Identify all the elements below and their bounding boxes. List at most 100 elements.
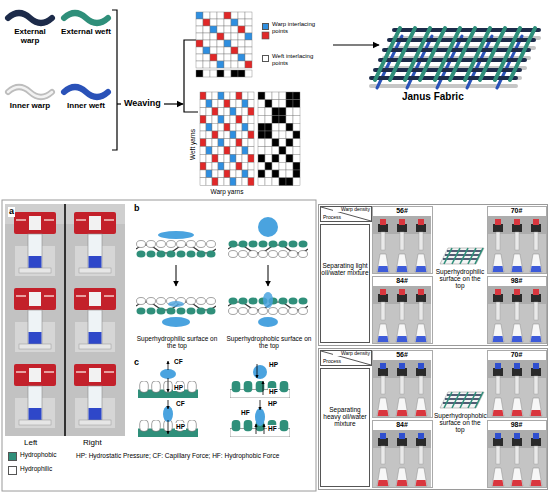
weave-cell	[230, 115, 236, 123]
yarns	[8, 13, 108, 97]
weave-cell	[293, 162, 300, 170]
weave-cell	[218, 147, 224, 155]
weave-cell	[196, 54, 203, 61]
label: a	[8, 207, 15, 217]
label: CF	[173, 358, 184, 365]
weave-cell	[238, 47, 245, 54]
label: Left	[24, 439, 37, 448]
weave-cell	[279, 92, 286, 100]
weave-cell	[258, 154, 265, 162]
header-cell: Warp densityProcess	[320, 350, 372, 366]
weave-cell	[286, 178, 293, 186]
weave-cell	[224, 61, 231, 68]
weave-cell	[242, 154, 248, 162]
weave-cell	[272, 100, 279, 108]
weave-cell	[230, 170, 236, 178]
label: HP	[268, 361, 279, 368]
weave-cell	[231, 61, 238, 68]
weave-cell	[206, 115, 212, 123]
weave-cell	[224, 147, 230, 155]
weave-cell	[230, 123, 236, 131]
weave-cell	[224, 54, 231, 61]
panel: Superhydrophilic surface on the topWarp …	[318, 204, 548, 346]
weave-cell	[242, 123, 248, 131]
weave-cell	[196, 40, 203, 47]
weave-cell	[286, 139, 293, 147]
weave-cell	[231, 12, 238, 19]
weave-cell	[206, 154, 212, 162]
weave-cell	[258, 131, 265, 139]
weave-cell	[203, 70, 210, 77]
weave-cell	[272, 178, 279, 186]
weave-cell	[231, 26, 238, 33]
panel: Superhydrophobic surface on the top Warp …	[318, 348, 548, 490]
sample-cell: 70#	[487, 350, 547, 418]
weave-cell	[200, 131, 206, 139]
weave-cell	[196, 33, 203, 40]
weave-cell	[258, 92, 265, 100]
node-text: Separating heavy oil/water mixture	[321, 406, 369, 427]
weave-cell	[224, 19, 231, 26]
weave-cell	[224, 92, 230, 100]
weave-cell	[236, 108, 242, 116]
weave-cell	[203, 19, 210, 26]
weave-cell	[265, 162, 272, 170]
label: Right	[83, 439, 102, 448]
weave-cell	[218, 154, 224, 162]
weave-cell	[200, 147, 206, 155]
node-text: Superhydrophobic surface on the top	[434, 412, 486, 433]
node-text: 70#	[487, 207, 546, 215]
weave-cell	[206, 100, 212, 108]
weave-cell	[242, 108, 248, 116]
weave-cell	[218, 115, 224, 123]
weave-cell	[218, 131, 224, 139]
weave-cell	[293, 147, 300, 155]
label: Inner weft	[60, 102, 112, 111]
weave-cell	[245, 47, 252, 54]
legend-text: Warp interlacing points	[272, 21, 328, 34]
weave-cell	[265, 100, 272, 108]
weave-cell	[196, 47, 203, 54]
weave-cell	[279, 147, 286, 155]
weave-cell	[272, 147, 279, 155]
weave-cell	[210, 54, 217, 61]
weave-cell	[230, 139, 236, 147]
weave-cell	[272, 108, 279, 116]
weave-cell	[196, 19, 203, 26]
photo-a	[5, 204, 125, 436]
weave-cell	[265, 115, 272, 123]
label: HF	[240, 409, 251, 416]
panel-b-art	[136, 217, 308, 327]
label: c	[134, 358, 139, 368]
weave-cell	[236, 115, 242, 123]
weave-cell	[217, 70, 224, 77]
weave-cell	[203, 40, 210, 47]
weave-cell	[218, 162, 224, 170]
weave-cell	[245, 40, 252, 47]
weave-cell	[265, 170, 272, 178]
label: CF	[175, 400, 186, 407]
sample-cell: 56#	[372, 350, 433, 418]
weave-cell	[293, 178, 300, 186]
label: External warp	[4, 28, 56, 46]
weave-cell	[242, 139, 248, 147]
weave-cell	[245, 12, 252, 19]
weave-cell	[279, 139, 286, 147]
weave-cell	[230, 162, 236, 170]
weave-cell	[196, 61, 203, 68]
weave-cell	[206, 170, 212, 178]
weave-cell	[230, 92, 236, 100]
weave-cell	[242, 92, 248, 100]
weave-cell	[196, 26, 203, 33]
weave-cell	[212, 131, 218, 139]
weave-cell	[230, 147, 236, 155]
weave-cell	[218, 92, 224, 100]
weave-cell	[293, 170, 300, 178]
sample-cell: 70#	[487, 206, 547, 274]
weave-cell	[212, 92, 218, 100]
separation-photos	[373, 216, 546, 487]
weave-cell	[286, 100, 293, 108]
weave-cell	[245, 61, 252, 68]
process-cell: Separating light oil/water mixture	[320, 224, 370, 343]
weave-cell	[212, 162, 218, 170]
